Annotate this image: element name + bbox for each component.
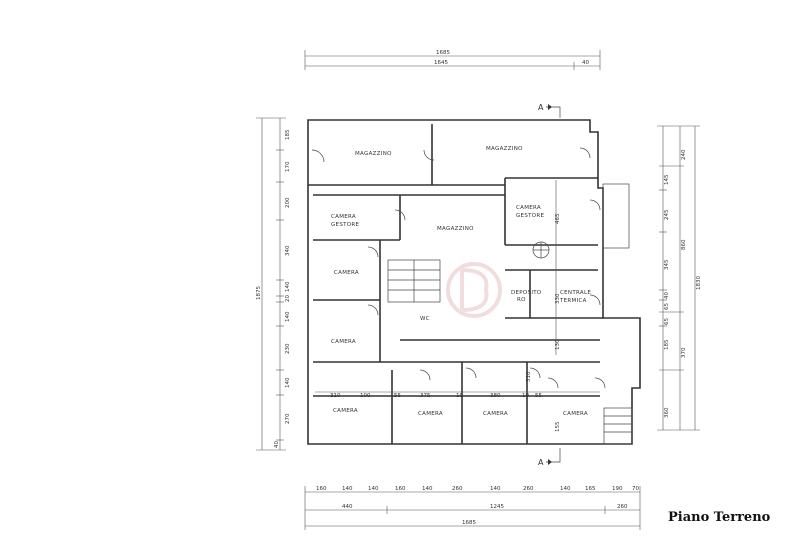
dim-left-total: 1875 xyxy=(256,286,262,300)
svg-text:140: 140 xyxy=(285,377,291,388)
svg-text:10: 10 xyxy=(522,393,529,399)
left-dimension-chain: 1875 185 170 200 340 140 20 140 230 140 … xyxy=(256,117,291,451)
svg-text:160: 160 xyxy=(316,486,327,492)
svg-text:100: 100 xyxy=(360,393,371,399)
svg-text:330: 330 xyxy=(555,293,561,304)
svg-text:155: 155 xyxy=(555,421,561,432)
bottom-dimension-chain: 160 140 140 160 140 260 140 260 140 165 … xyxy=(304,486,641,530)
svg-text:185: 185 xyxy=(664,339,670,350)
room-magazzino-3: MAGAZZINO xyxy=(437,226,474,232)
svg-text:RO: RO xyxy=(517,297,526,303)
svg-text:10: 10 xyxy=(456,393,463,399)
svg-text:55: 55 xyxy=(535,393,542,399)
svg-text:465: 465 xyxy=(555,213,561,224)
svg-text:230: 230 xyxy=(285,343,291,354)
svg-text:65: 65 xyxy=(664,303,670,310)
svg-text:140: 140 xyxy=(342,486,353,492)
svg-text:380: 380 xyxy=(490,393,501,399)
svg-text:140: 140 xyxy=(285,311,291,322)
svg-text:345: 345 xyxy=(664,259,670,270)
dim-right-total: 1830 xyxy=(696,276,702,290)
room-wc: WC xyxy=(420,316,430,322)
room-labels: MAGAZZINO MAGAZZINO MAGAZZINO CAMERA GES… xyxy=(331,146,591,417)
room-camera-5: CAMERA xyxy=(483,411,508,417)
svg-text:TERMICA: TERMICA xyxy=(559,298,587,304)
svg-text:340: 340 xyxy=(285,245,291,256)
svg-text:A: A xyxy=(538,103,544,112)
building-walls xyxy=(307,119,641,445)
svg-text:310: 310 xyxy=(330,393,341,399)
svg-text:140: 140 xyxy=(285,281,291,292)
svg-text:440: 440 xyxy=(342,504,353,510)
svg-text:360: 360 xyxy=(664,407,670,418)
room-camera-2: CAMERA xyxy=(331,339,356,345)
svg-text:40: 40 xyxy=(274,441,280,448)
svg-text:140: 140 xyxy=(490,486,501,492)
section-marker-bottom: A xyxy=(538,448,561,467)
svg-text:1245: 1245 xyxy=(490,504,504,510)
svg-text:GESTORE: GESTORE xyxy=(516,213,545,219)
svg-text:270: 270 xyxy=(285,413,291,424)
room-camera-1: CAMERA xyxy=(334,270,359,276)
svg-text:130: 130 xyxy=(555,339,561,350)
svg-text:190: 190 xyxy=(612,486,623,492)
svg-text:140: 140 xyxy=(560,486,571,492)
svg-text:70: 70 xyxy=(632,486,639,492)
room-deposito: DEPOSITO xyxy=(511,290,542,296)
plan-caption: Piano Terreno xyxy=(668,510,771,525)
right-dimension-chain: 1830 240 145 245 345 40 65 65 185 370 36… xyxy=(657,125,702,431)
svg-text:55: 55 xyxy=(394,393,401,399)
svg-text:185: 185 xyxy=(285,129,291,140)
svg-text:GESTORE: GESTORE xyxy=(331,222,360,228)
svg-text:375: 375 xyxy=(420,393,431,399)
room-camera-3: CAMERA xyxy=(333,408,358,414)
svg-text:140: 140 xyxy=(368,486,379,492)
svg-text:310: 310 xyxy=(526,371,532,382)
top-dimension-chain: 1685 1645 40 xyxy=(304,50,601,70)
svg-text:260: 260 xyxy=(523,486,534,492)
svg-text:860: 860 xyxy=(681,239,687,250)
room-camera-4: CAMERA xyxy=(418,411,443,417)
svg-text:260: 260 xyxy=(452,486,463,492)
room-centrale-termica: CENTRALE xyxy=(560,290,591,296)
room-magazzino-1: MAGAZZINO xyxy=(355,151,392,157)
svg-text:140: 140 xyxy=(422,486,433,492)
svg-text:260: 260 xyxy=(617,504,628,510)
svg-text:65: 65 xyxy=(664,318,670,325)
svg-text:240: 240 xyxy=(681,149,687,160)
room-magazzino-2: MAGAZZINO xyxy=(486,146,523,152)
svg-text:A: A xyxy=(538,458,544,467)
svg-text:370: 370 xyxy=(681,347,687,358)
door-swings xyxy=(311,147,606,389)
svg-text:160: 160 xyxy=(395,486,406,492)
dim-top-a: 1645 xyxy=(434,60,448,66)
svg-text:20: 20 xyxy=(285,295,291,302)
svg-text:200: 200 xyxy=(285,197,291,208)
svg-text:170: 170 xyxy=(285,161,291,172)
room-camera-gestore-1: CAMERA xyxy=(331,214,356,220)
svg-text:145: 145 xyxy=(664,174,670,185)
watermark-logo xyxy=(446,262,502,318)
room-camera-6: CAMERA xyxy=(563,411,588,417)
room-camera-gestore-2: CAMERA xyxy=(516,205,541,211)
dim-bottom-total: 1685 xyxy=(462,520,476,526)
svg-text:245: 245 xyxy=(664,209,670,220)
svg-text:165: 165 xyxy=(585,486,596,492)
section-marker-top: A xyxy=(538,103,561,118)
svg-text:40: 40 xyxy=(664,292,670,299)
inner-dimensions: 310 100 55 375 10 380 10 55 465 330 130 … xyxy=(315,180,600,432)
dim-top-total: 1685 xyxy=(436,50,450,56)
dim-top-b: 40 xyxy=(582,60,589,66)
